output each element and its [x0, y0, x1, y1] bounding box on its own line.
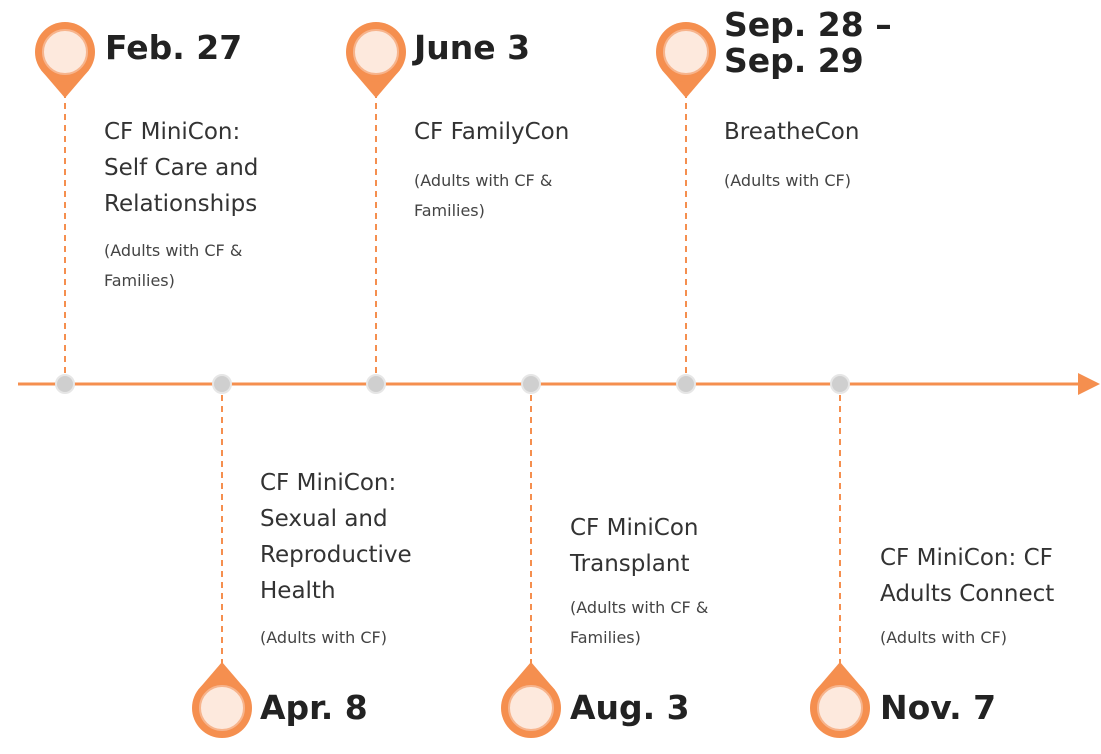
- event-date-nov-7: Nov. 7: [880, 688, 997, 727]
- pin-inner-circle: [663, 29, 709, 75]
- event-title-familycon: CF FamilyCon: [414, 119, 570, 145]
- axis-dot: [676, 374, 696, 394]
- pin-inner-circle: [817, 685, 863, 731]
- pin-inner-circle: [42, 29, 88, 75]
- event-audience-adults-connect: (Adults with CF): [880, 628, 1007, 647]
- timeline-arrowhead-icon: [1078, 373, 1100, 395]
- event-title-breathecon: BreatheCon: [724, 119, 860, 145]
- map-pin-icon: [656, 22, 716, 98]
- pin-inner-circle: [199, 685, 245, 731]
- event-title-transplant: CF MiniCon Transplant: [570, 515, 699, 577]
- axis-dot: [55, 374, 75, 394]
- event-audience-self-care: (Adults with CF & Families): [104, 241, 243, 290]
- axis-dot: [830, 374, 850, 394]
- map-pin-icon: [501, 662, 561, 738]
- event-title-self-care: CF MiniCon: Self Care and Relationships: [104, 119, 259, 217]
- event-title-sexual-reproductive-health: CF MiniCon: Sexual and Reproductive Heal…: [260, 470, 412, 604]
- map-pin-icon: [810, 662, 870, 738]
- event-audience-transplant: (Adults with CF & Families): [570, 598, 709, 647]
- event-date-apr-8: Apr. 8: [260, 688, 368, 727]
- axis-dot: [366, 374, 386, 394]
- event-date-feb-27: Feb. 27: [105, 28, 243, 67]
- pin-inner-circle: [508, 685, 554, 731]
- axis-dot: [212, 374, 232, 394]
- map-pin-icon: [192, 662, 252, 738]
- map-pin-icon: [346, 22, 406, 98]
- event-date-sep-28-29: Sep. 28 – Sep. 29: [724, 5, 892, 80]
- event-audience-sexual-reproductive-health: (Adults with CF): [260, 628, 387, 647]
- event-audience-breathecon: (Adults with CF): [724, 171, 851, 190]
- event-date-aug-3: Aug. 3: [570, 688, 690, 727]
- event-date-june-3: June 3: [414, 28, 531, 67]
- map-pin-icon: [35, 22, 95, 98]
- axis-dot: [521, 374, 541, 394]
- event-title-adults-connect: CF MiniCon: CF Adults Connect: [880, 545, 1055, 607]
- pin-inner-circle: [353, 29, 399, 75]
- event-audience-familycon: (Adults with CF & Families): [414, 171, 553, 220]
